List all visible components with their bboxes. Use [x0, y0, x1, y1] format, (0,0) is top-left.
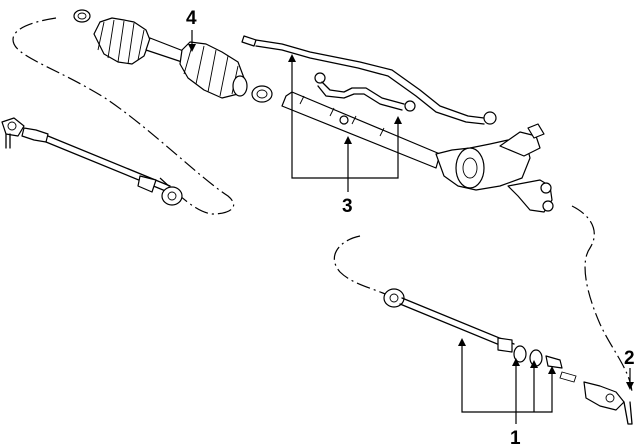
callout-1: 1 [510, 428, 521, 447]
adjuster-bolt [545, 355, 577, 383]
arrow-3a [288, 54, 296, 62]
bellows-boot-right [179, 41, 248, 99]
group-loop-upper-left [12, 17, 235, 215]
steering-gear-housing [281, 91, 554, 213]
boot-clamp-left [73, 9, 91, 23]
tie-rod-end-right [583, 381, 633, 425]
callout-3: 3 [342, 196, 353, 217]
callout-2: 2 [624, 348, 635, 369]
jam-nut [513, 345, 527, 363]
arrow-1c [530, 360, 538, 368]
boot-clamp-right [251, 85, 273, 103]
tie-rod-left [21, 127, 183, 206]
pressure-line-lower [314, 72, 416, 112]
leader-1 [461, 342, 553, 424]
inner-rack-shaft [145, 37, 187, 63]
arrow-1b [512, 358, 520, 366]
tie-rod-end-left [1, 117, 25, 149]
callout-4: 4 [186, 8, 197, 29]
group-loop-lower-right [333, 205, 633, 393]
arrow-2 [626, 382, 634, 390]
bellows-boot-left [93, 17, 151, 65]
arrow-1a [458, 338, 466, 346]
leader-3 [291, 58, 399, 192]
arrow-3c [394, 116, 402, 124]
arrow-3b [344, 136, 352, 144]
pressure-line-upper [241, 35, 497, 125]
adjuster-sleeve [529, 349, 543, 367]
arrow-1d [548, 366, 556, 374]
arrow-4 [188, 44, 196, 52]
inner-tie-rod-right [383, 288, 515, 353]
